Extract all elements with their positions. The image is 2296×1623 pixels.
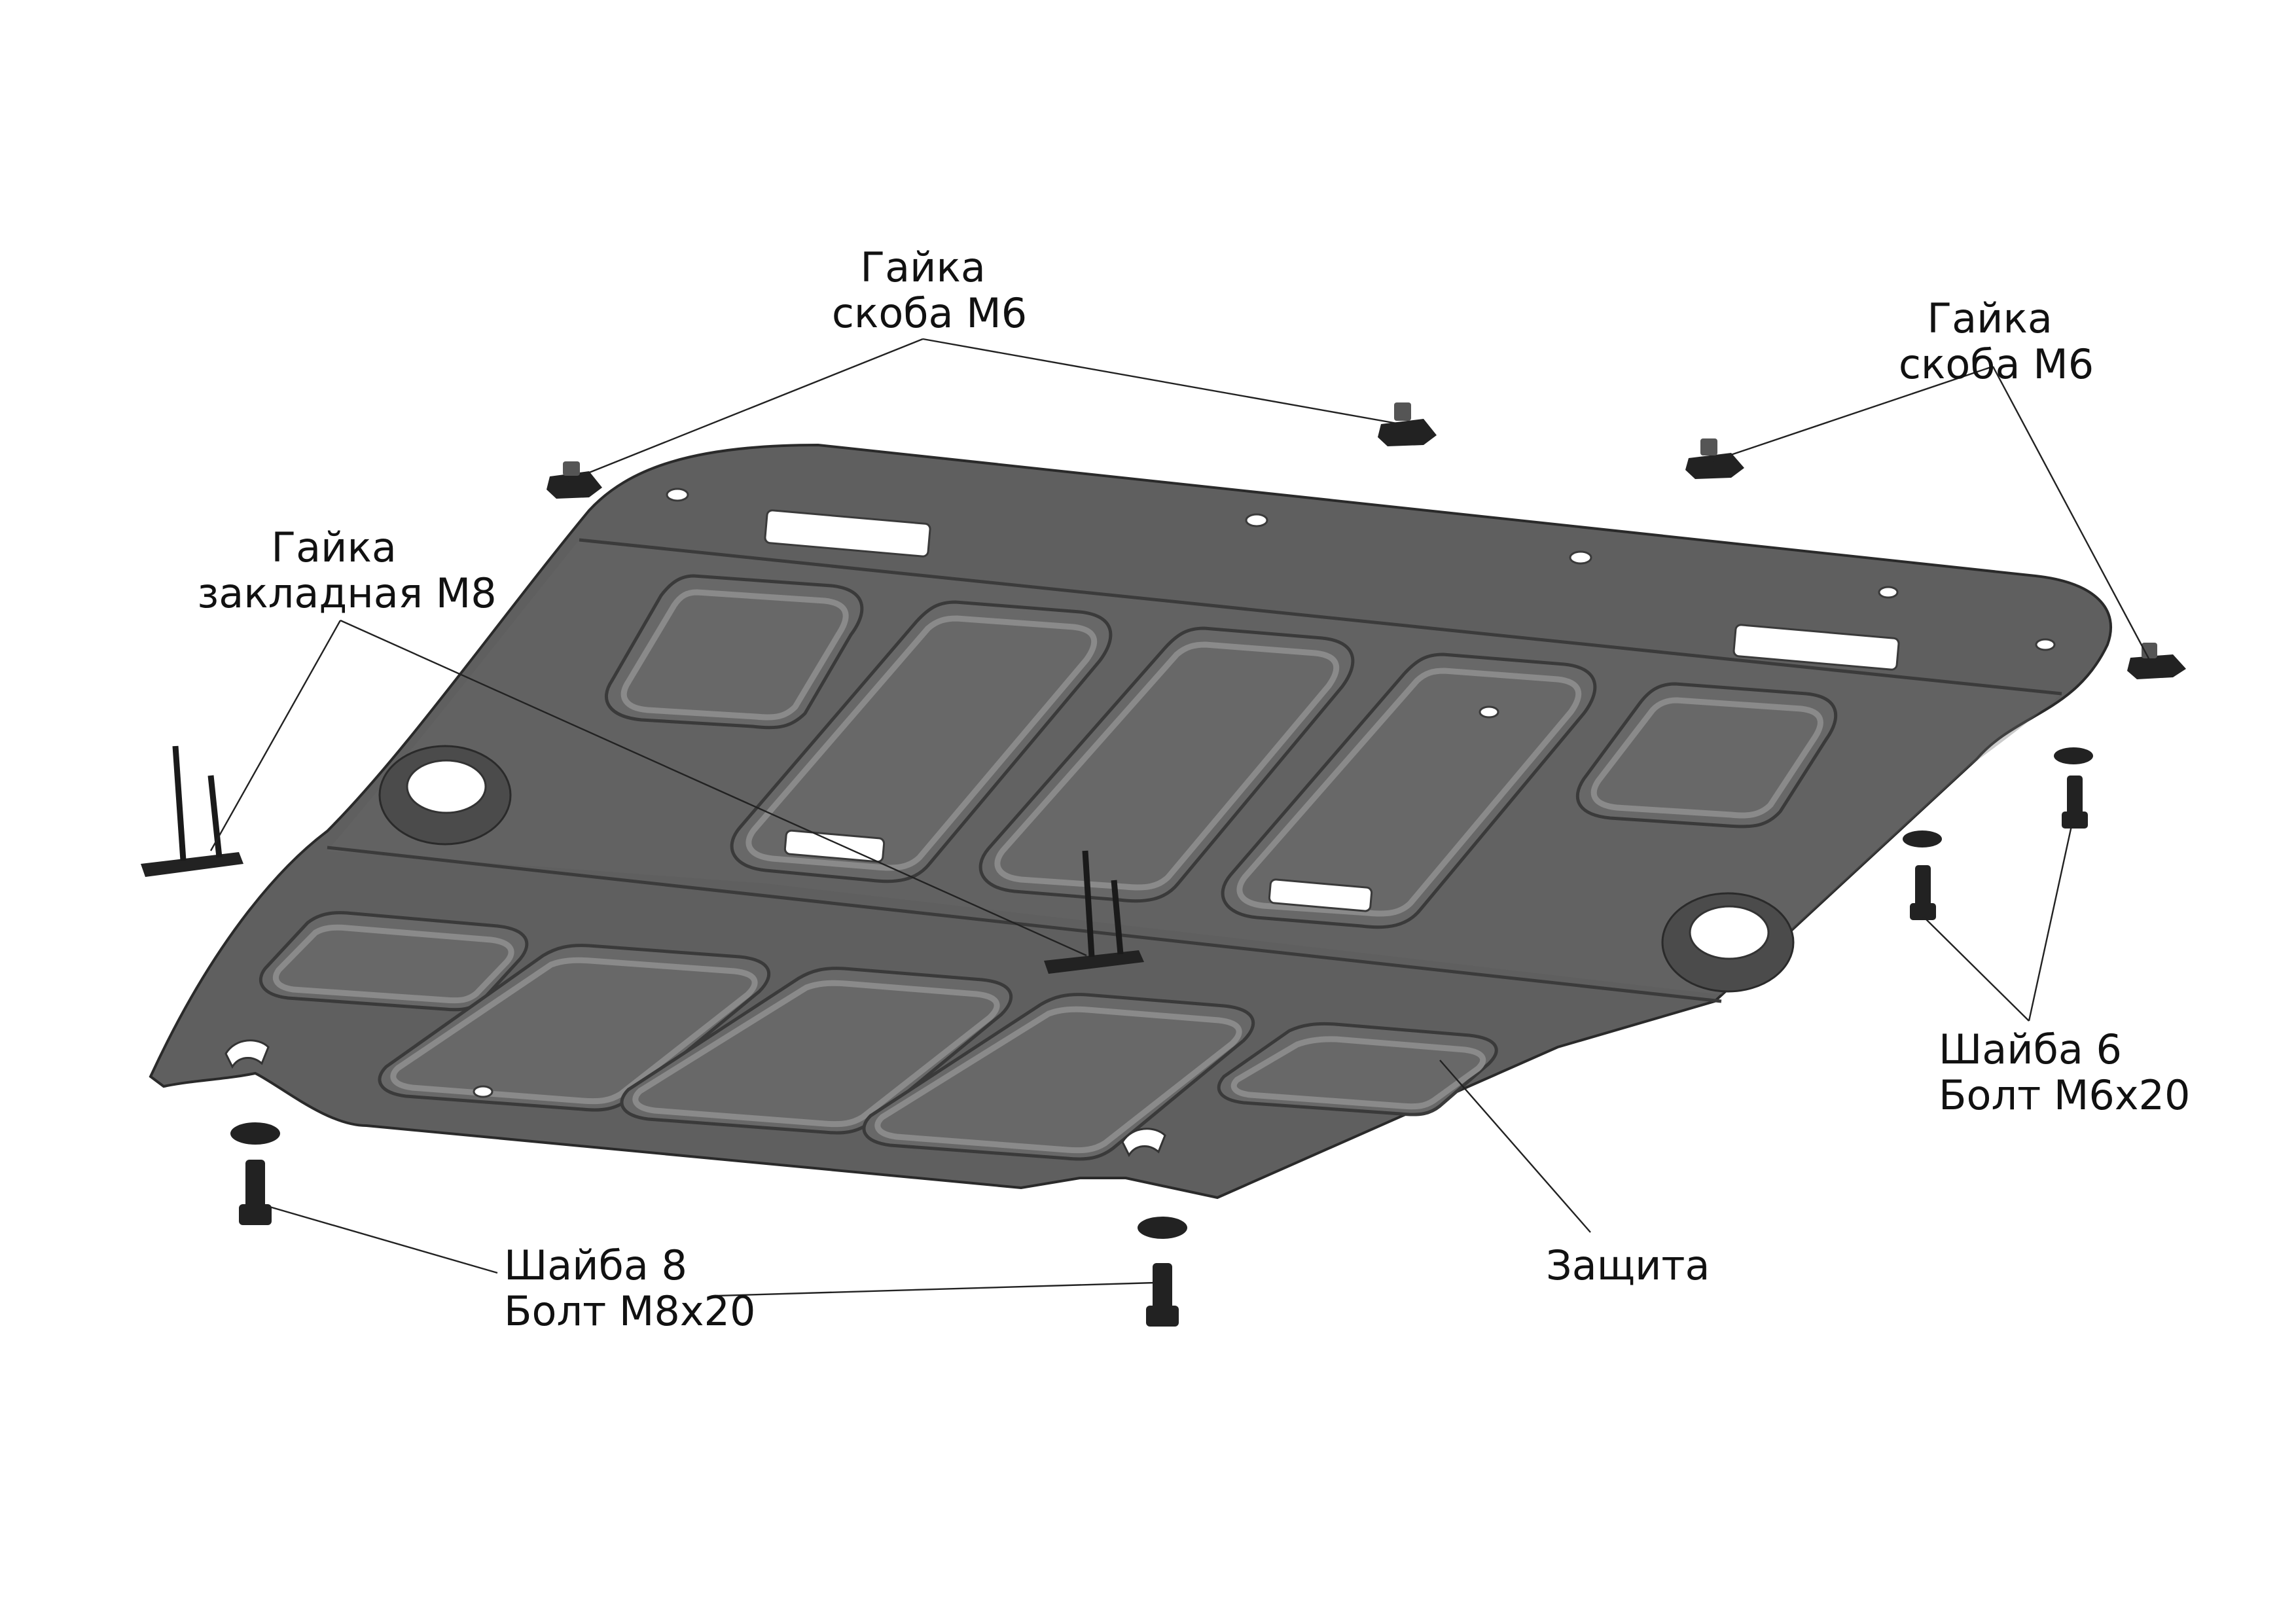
label-embedded-nut: Гайка закладная М8 [197,524,496,617]
pocket-slot [1268,878,1373,912]
upper-crease [579,538,2062,696]
clip-nut-left [547,461,602,499]
boss-right [1661,892,1795,993]
washer-bolt-m6-lower [1903,830,1942,920]
hole [473,1085,493,1098]
lower-pockets [259,911,1498,1161]
guard-plate [149,443,2112,1200]
hole [1479,705,1499,719]
top-slot-right [1732,624,1900,671]
washer-bolt-m8-left [230,1122,280,1225]
label-washer8-bolt: Шайба 8 Болт М8х20 [504,1241,755,1335]
hole [1878,586,1899,599]
upper-pockets [604,574,1838,929]
hole [666,488,689,502]
hole [2035,638,2056,651]
boss-left [378,745,512,846]
label-guard: Защита [1546,1241,1710,1289]
hole [1245,513,1268,527]
label-clip-nut-center: Гайка скоба М6 [832,243,1027,337]
leader-lines [209,338,2151,1297]
embedded-nut-center [1044,850,1144,974]
hole [1569,550,1592,565]
top-slot-left [764,509,931,558]
clip-nut-center [1378,402,1437,446]
label-washer6-bolt: Шайба 6 Болт М6х20 [1939,1026,2190,1119]
washer-bolt-m6-upper [2054,747,2093,829]
mount-slot-left [224,1039,270,1069]
clip-nut-right-top [1685,438,1744,479]
washer-bolt-m8-right [1138,1217,1187,1327]
embedded-nut-left [141,745,243,877]
clip-nut-right-side [2127,643,2186,679]
mount-slot-right [1121,1128,1166,1158]
label-clip-nut-right: Гайка скоба М6 [1899,294,2094,388]
lower-crease [327,846,1722,1003]
